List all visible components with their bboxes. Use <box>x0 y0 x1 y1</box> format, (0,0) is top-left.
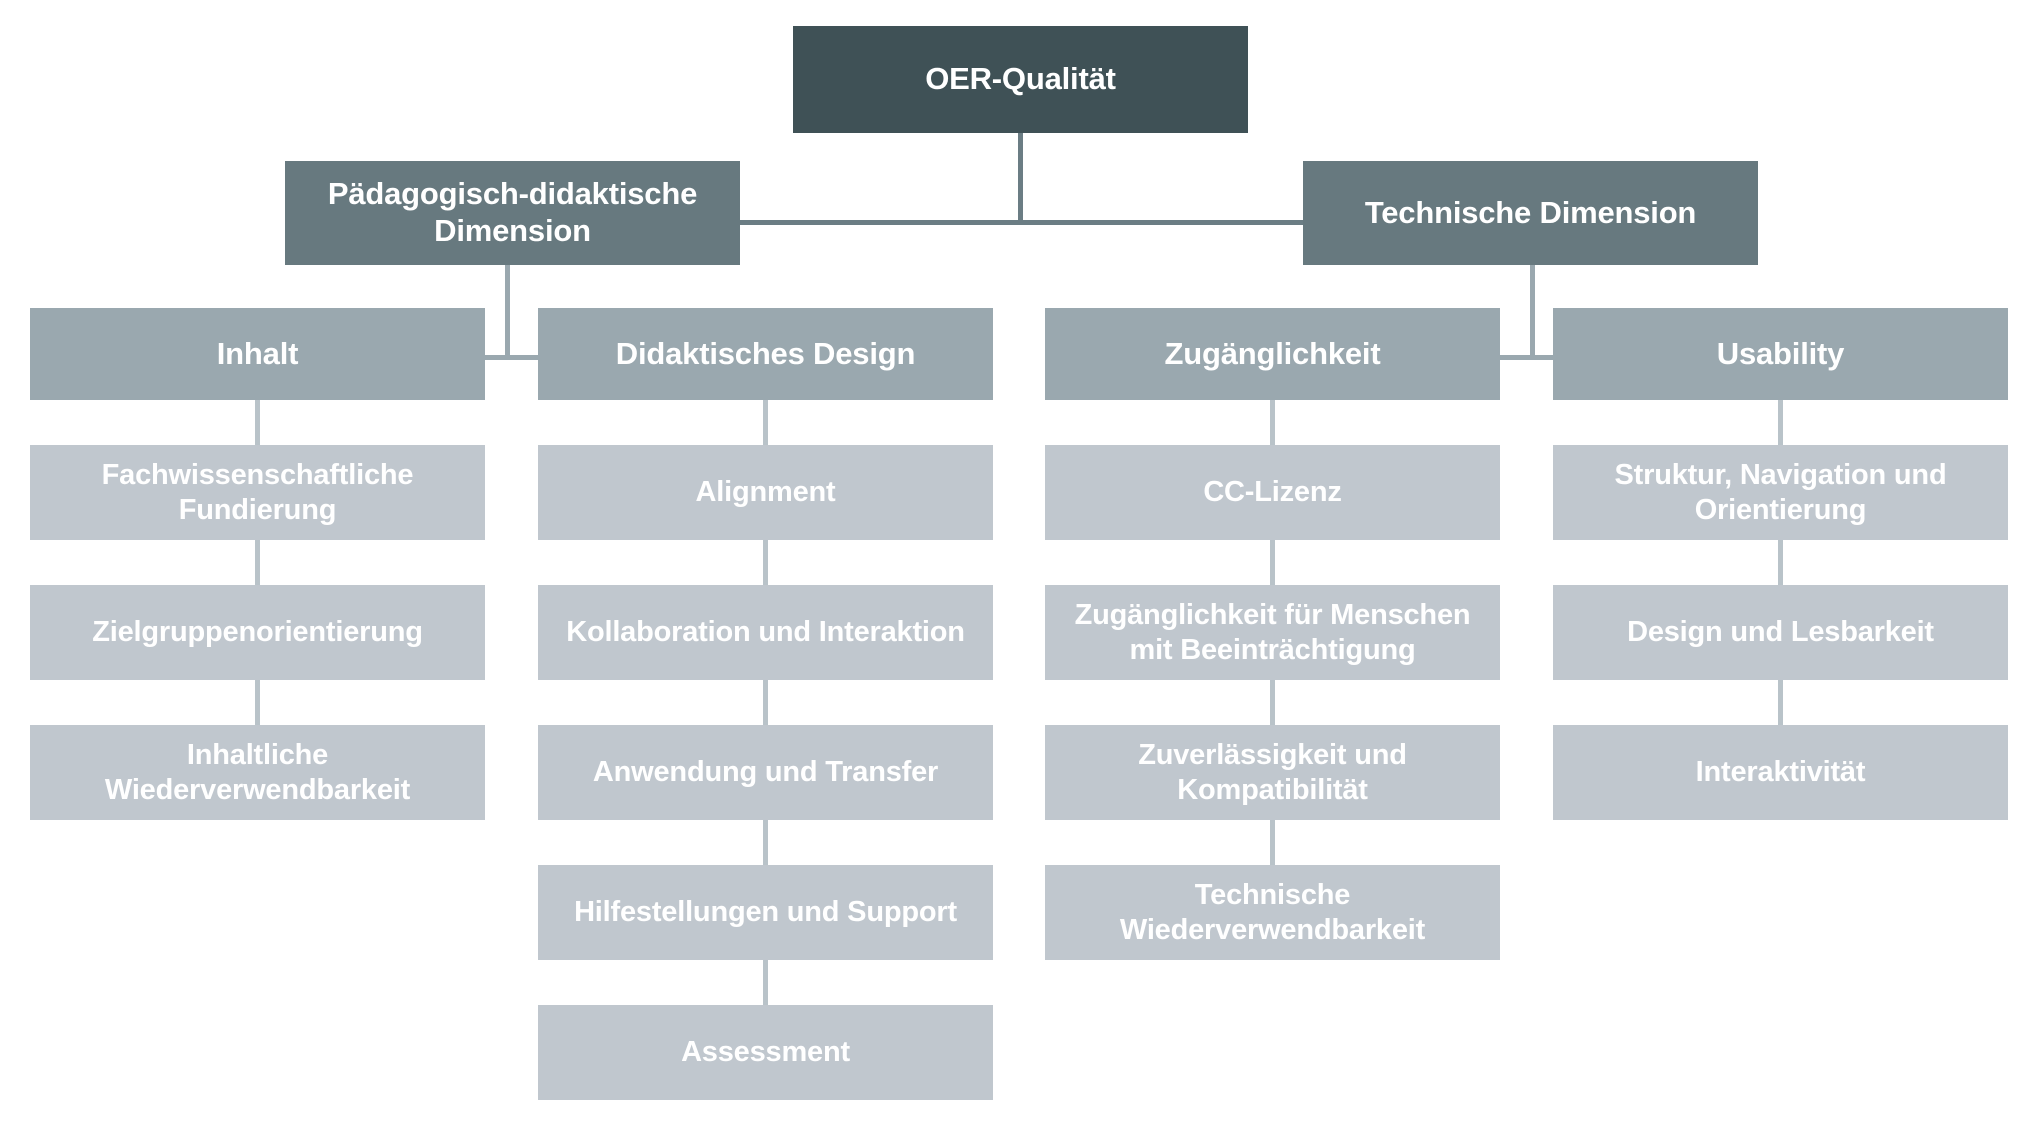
connector-didaktik-5 <box>763 960 768 1005</box>
connector-left-category-bus <box>460 355 560 360</box>
connector-left-dimension-stem <box>505 265 510 360</box>
node-hilfestellungen-und-support[interactable]: Hilfestellungen und Support <box>538 865 993 960</box>
node-anwendung-und-transfer[interactable]: Anwendung und Transfer <box>538 725 993 820</box>
node-inhaltliche-wiederverwendbarkeit[interactable]: Inhaltliche Wiederverwendbarkeit <box>30 725 485 820</box>
connector-dimension-bus <box>736 220 1308 225</box>
node-label: Kollaboration und Interaktion <box>566 616 965 649</box>
connector-right-dimension-stem <box>1530 265 1535 360</box>
node-paedagogisch-didaktische-dimension[interactable]: Pädagogisch-didaktische Dimension <box>285 161 740 265</box>
connector-zugang-4 <box>1270 820 1275 865</box>
node-label: CC-Lizenz <box>1203 476 1342 509</box>
connector-usability-2 <box>1778 540 1783 585</box>
node-technische-dimension[interactable]: Technische Dimension <box>1303 161 1758 265</box>
node-cc-lizenz[interactable]: CC-Lizenz <box>1045 445 1500 540</box>
connector-zugang-2 <box>1270 540 1275 585</box>
connector-right-category-bus <box>1485 355 1585 360</box>
node-label: Hilfestellungen und Support <box>574 896 957 929</box>
connector-zugang-3 <box>1270 680 1275 725</box>
connector-zugang-1 <box>1270 400 1275 445</box>
node-label: Zugänglichkeit für Menschen mit Beeinträ… <box>1074 599 1471 666</box>
node-label: Usability <box>1716 335 1845 371</box>
node-label: Fachwissenschaftliche Fundierung <box>101 459 414 526</box>
node-label: Inhalt <box>216 335 299 371</box>
node-usability[interactable]: Usability <box>1553 308 2008 400</box>
connector-didaktik-2 <box>763 540 768 585</box>
node-label: Zuverlässigkeit und Kompatibilität <box>1138 739 1407 806</box>
connector-inhalt-1 <box>255 400 260 445</box>
node-label: Pädagogisch-didaktische Dimension <box>327 176 698 248</box>
node-design-und-lesbarkeit[interactable]: Design und Lesbarkeit <box>1553 585 2008 680</box>
node-zugaenglichkeit[interactable]: Zugänglichkeit <box>1045 308 1500 400</box>
node-interaktivitaet[interactable]: Interaktivität <box>1553 725 2008 820</box>
node-label: Inhaltliche Wiederverwendbarkeit <box>104 739 411 806</box>
node-zielgruppenorientierung[interactable]: Zielgruppenorientierung <box>30 585 485 680</box>
node-label: Struktur, Navigation und Orientierung <box>1614 459 1947 526</box>
node-label: Zugänglichkeit <box>1164 335 1381 371</box>
node-alignment[interactable]: Alignment <box>538 445 993 540</box>
connector-inhalt-3 <box>255 680 260 725</box>
node-label: Technische Wiederverwendbarkeit <box>1119 879 1426 946</box>
connector-inhalt-2 <box>255 540 260 585</box>
connector-root-stem <box>1018 133 1023 225</box>
node-zuverlaessigkeit-und-kompatibilitaet[interactable]: Zuverlässigkeit und Kompatibilität <box>1045 725 1500 820</box>
connector-didaktik-1 <box>763 400 768 445</box>
connector-usability-3 <box>1778 680 1783 725</box>
connector-didaktik-3 <box>763 680 768 725</box>
node-label: OER-Qualität <box>925 61 1116 97</box>
connector-usability-1 <box>1778 400 1783 445</box>
node-label: Zielgruppenorientierung <box>92 616 423 649</box>
node-label: Anwendung und Transfer <box>592 756 939 789</box>
node-label: Didaktisches Design <box>615 335 916 371</box>
node-label: Alignment <box>695 476 836 509</box>
node-label: Interaktivität <box>1695 756 1866 789</box>
node-assessment[interactable]: Assessment <box>538 1005 993 1100</box>
node-fachwissenschaftliche-fundierung[interactable]: Fachwissenschaftliche Fundierung <box>30 445 485 540</box>
node-struktur-navigation-und-orientierung[interactable]: Struktur, Navigation und Orientierung <box>1553 445 2008 540</box>
connector-didaktik-4 <box>763 820 768 865</box>
node-didaktisches-design[interactable]: Didaktisches Design <box>538 308 993 400</box>
node-label: Assessment <box>681 1036 850 1069</box>
node-oer-qualitaet[interactable]: OER-Qualität <box>793 26 1248 133</box>
node-label: Technische Dimension <box>1364 194 1697 230</box>
node-label: Design und Lesbarkeit <box>1627 616 1934 649</box>
node-kollaboration-und-interaktion[interactable]: Kollaboration und Interaktion <box>538 585 993 680</box>
node-inhalt[interactable]: Inhalt <box>30 308 485 400</box>
node-technische-wiederverwendbarkeit[interactable]: Technische Wiederverwendbarkeit <box>1045 865 1500 960</box>
node-zugaenglichkeit-fuer-menschen-mit-beeintraechtigung[interactable]: Zugänglichkeit für Menschen mit Beeinträ… <box>1045 585 1500 680</box>
